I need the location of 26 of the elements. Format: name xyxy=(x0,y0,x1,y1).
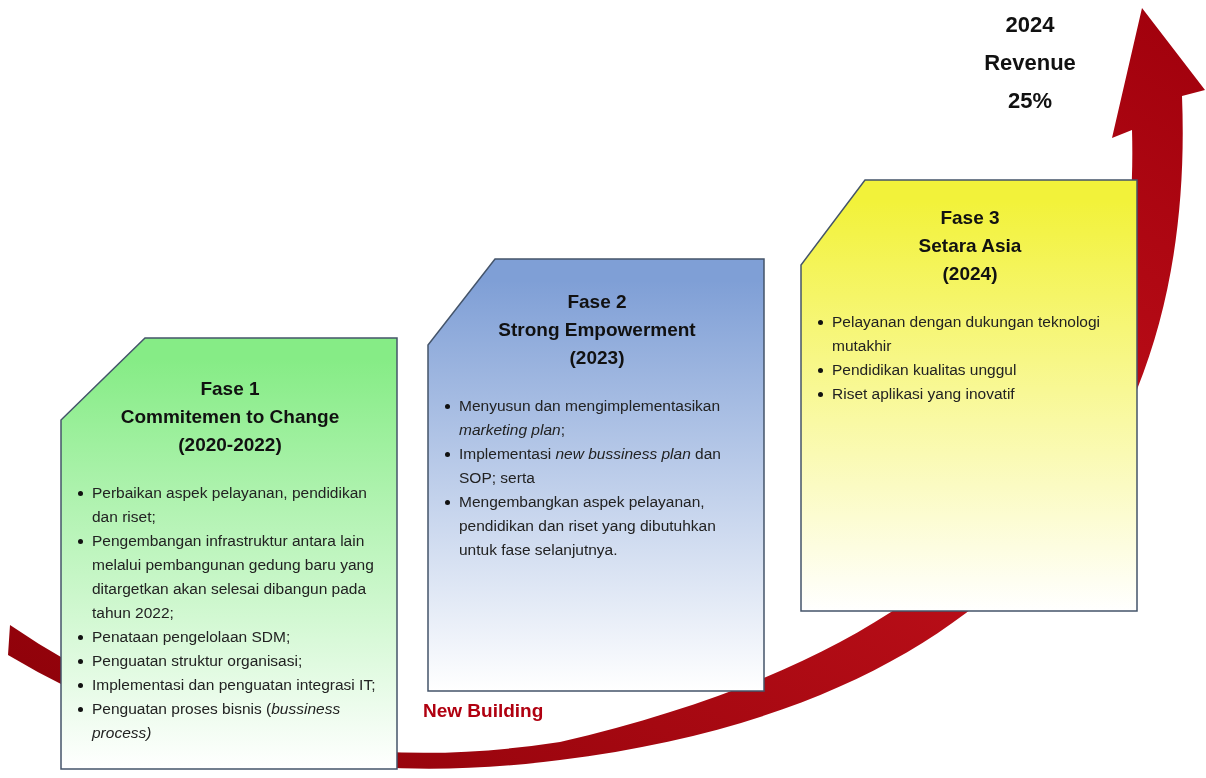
phase-heading: Fase 2 xyxy=(566,290,628,314)
bullet-item: Pengembangan infrastruktur antara lain melalui pembangunan gedung baru yang ditargetkan akan selesai dibangun pada tahun 2022; xyxy=(76,529,384,625)
phase-heading: Commitemen to Change xyxy=(119,405,341,429)
phase-heading: Fase 3 xyxy=(939,206,1001,230)
target-note: 2024 Revenue 25% xyxy=(983,11,1077,115)
phase-heading: (2024) xyxy=(941,262,999,286)
phase-heading: (2023) xyxy=(568,346,626,370)
phase-card xyxy=(427,258,765,692)
bullet-item: Riset aplikasi yang inovatif xyxy=(816,382,1124,406)
phase-heading: Setara Asia xyxy=(917,234,1023,258)
bullet-item: Implementasi dan penguatan integrasi IT; xyxy=(76,673,384,697)
bullet-item: Mengembangkan aspek pelayanan, pendidikan dan riset yang dibutuhkan untuk fase selanjutnya. xyxy=(443,490,751,562)
bullet-item: Penguatan struktur organisasi; xyxy=(76,649,384,673)
phase-heading: (2020-2022) xyxy=(177,433,283,457)
phase-heading: Strong Empowerment xyxy=(497,318,697,342)
bullet-item: Penguatan proses bisnis (bussiness process) xyxy=(76,697,384,745)
phase-heading: Fase 1 xyxy=(199,377,261,401)
bullet-item: Penataan pengelolaan SDM; xyxy=(76,625,384,649)
phase-card xyxy=(60,337,398,770)
bullet-item: Perbaikan aspek pelayanan, pendidikan dan riset; xyxy=(76,481,384,529)
bullet-item: Pelayanan dengan dukungan teknologi mutakhir xyxy=(816,310,1124,358)
milestone-label: New Building xyxy=(423,699,545,723)
phase-card xyxy=(800,179,1138,612)
bullet-item: Implementasi new bussiness plan dan SOP; serta xyxy=(443,442,751,490)
bullet-item: Menyusun dan mengimplementasikan marketing plan; xyxy=(443,394,751,442)
bullet-item: Pendidikan kualitas unggul xyxy=(816,358,1124,382)
